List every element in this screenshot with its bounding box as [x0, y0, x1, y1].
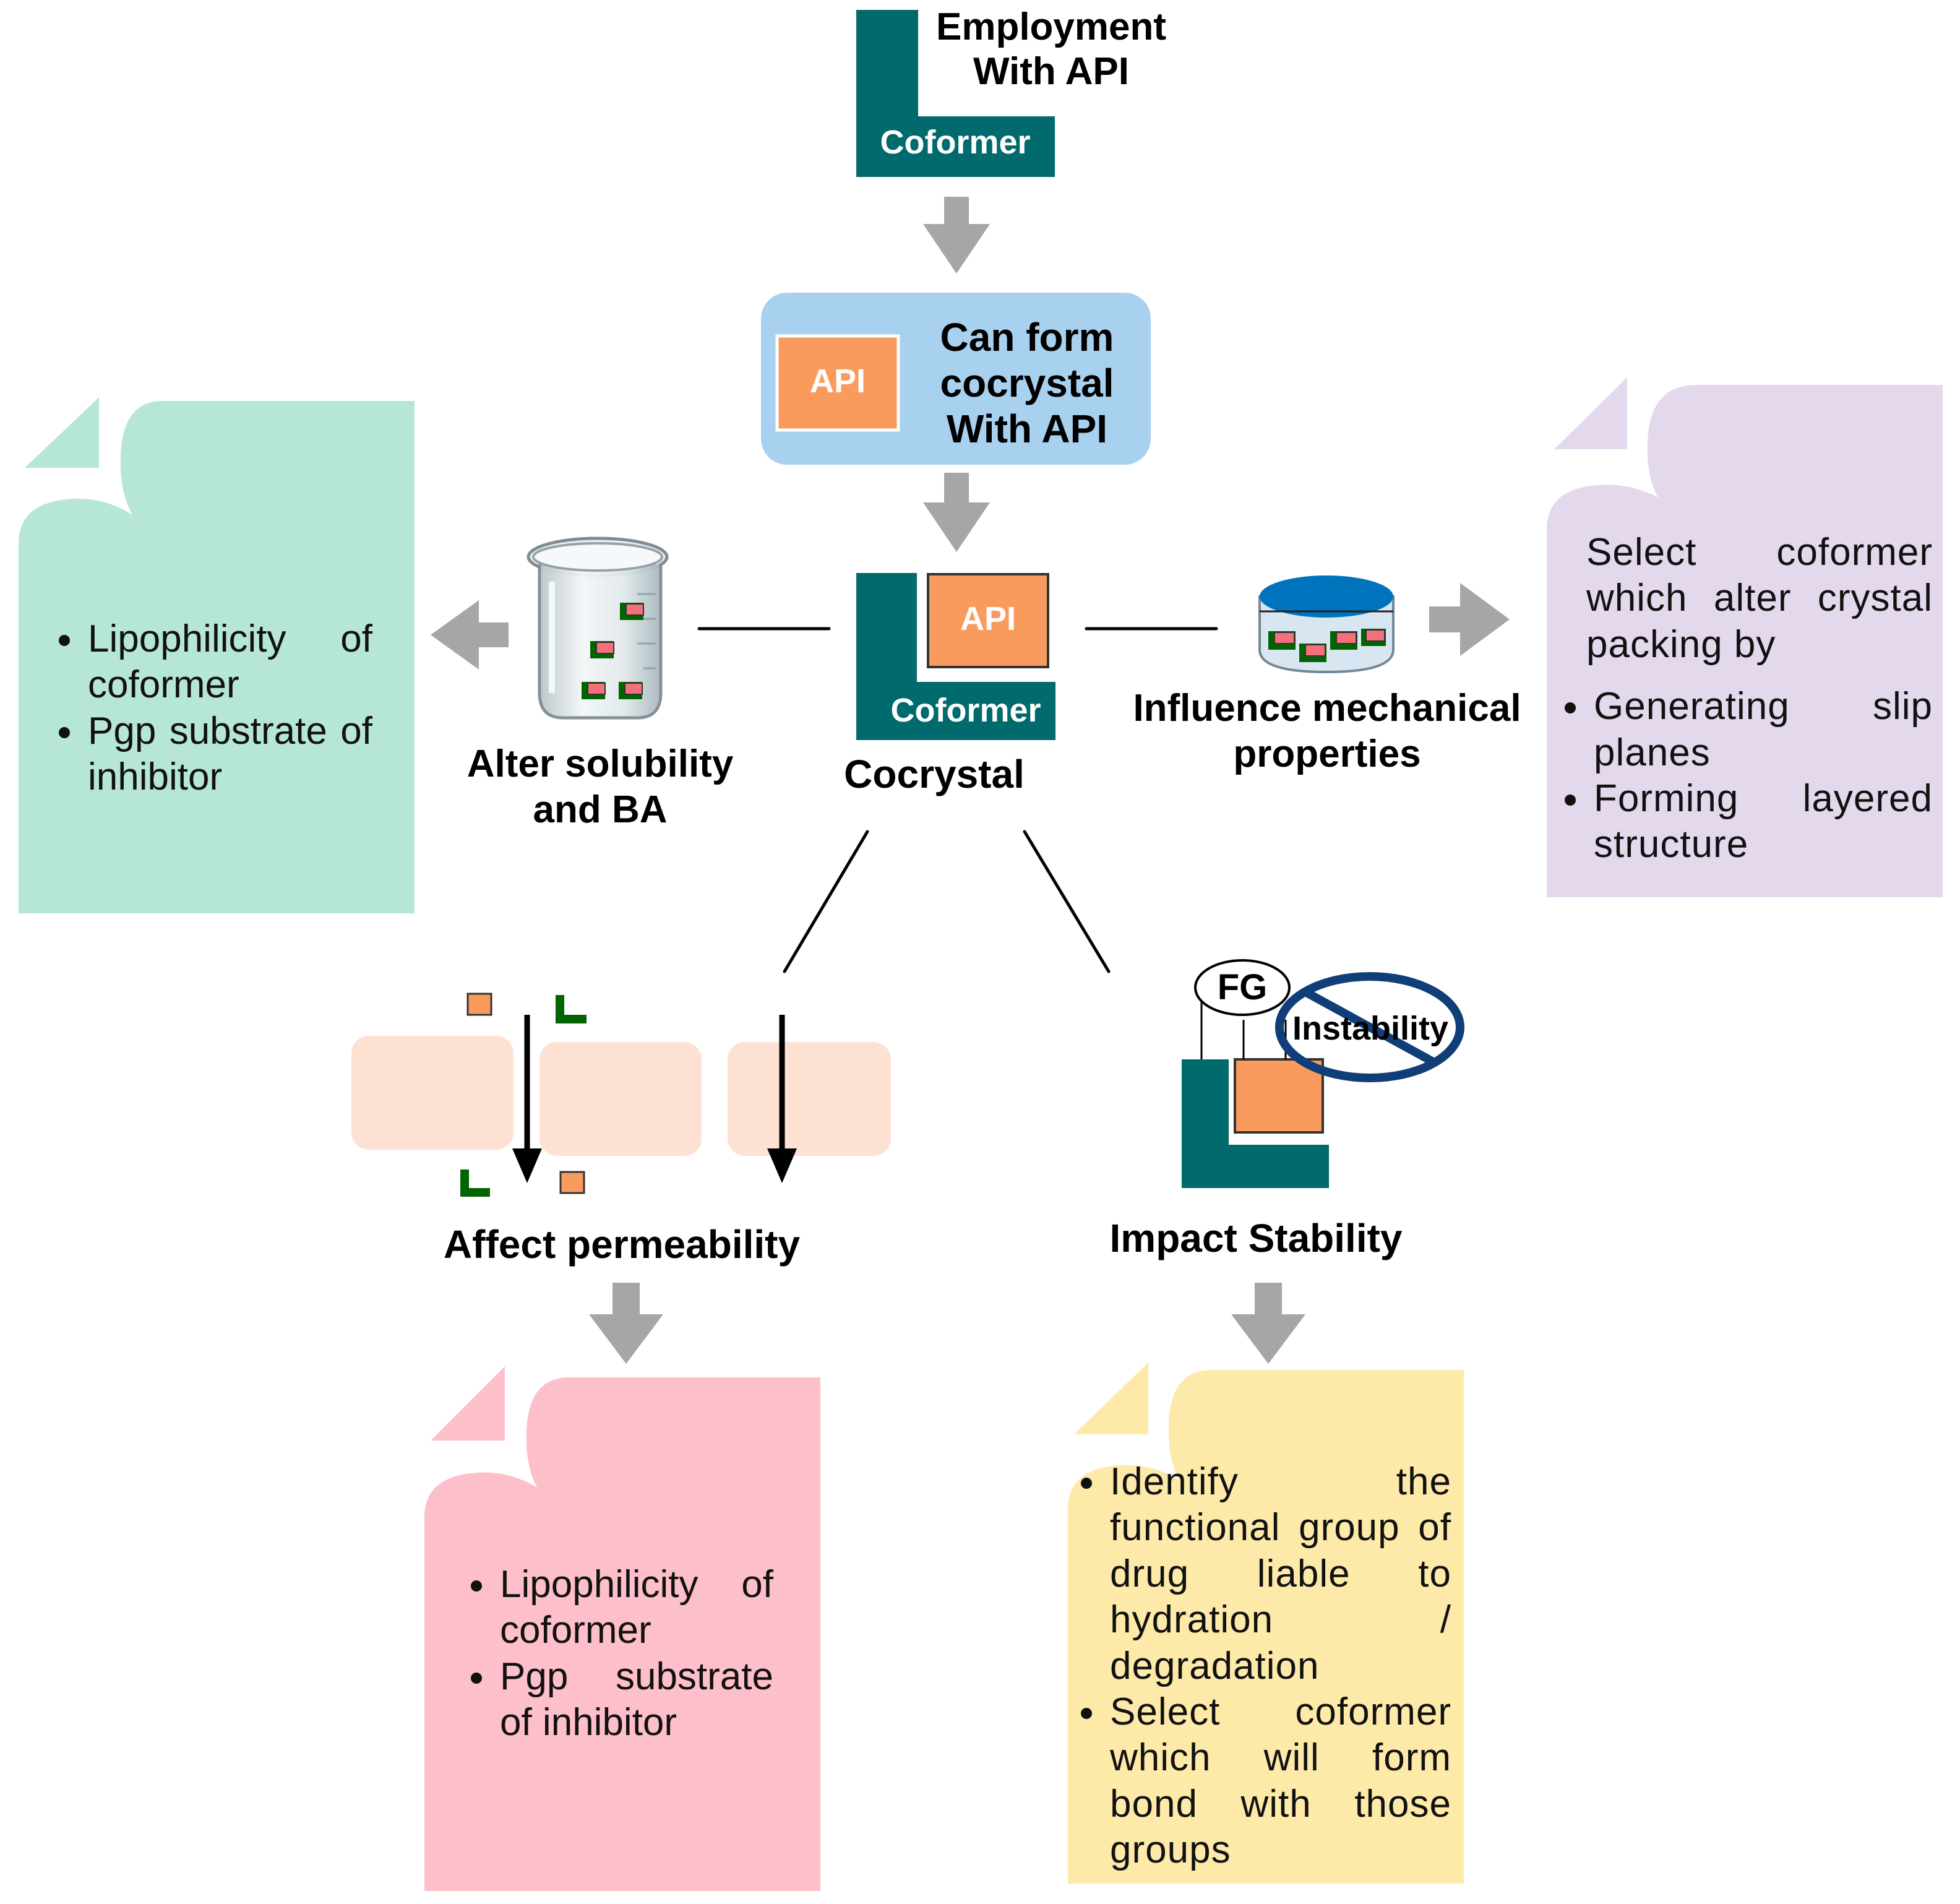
top-coformer-l-shape — [856, 10, 1055, 177]
arrow-down-stability — [1231, 1283, 1305, 1364]
note-yellow-bullet: Select coformer which will form bond wit… — [1107, 1689, 1451, 1874]
green-l-particle-top — [556, 995, 587, 1023]
top-coformer-shape — [856, 10, 1055, 177]
note-purple-bullet: Generating slip planes — [1591, 684, 1933, 776]
arrow-right — [1429, 583, 1510, 656]
blue-box-text: Can form cocrystal With API — [940, 315, 1114, 452]
arrow-left — [431, 600, 509, 670]
note-shape-purple — [1547, 377, 1943, 897]
note-yellow: Identify the functional group of drug li… — [1080, 1459, 1451, 1874]
petri-dish-icon — [1258, 575, 1395, 674]
orange-particle-bottom — [559, 1171, 585, 1194]
blue-box-api-square — [775, 334, 900, 432]
connector-lines — [697, 627, 1218, 973]
permeability-caption: Affect permeability — [443, 1222, 801, 1267]
stability-api-square — [1234, 1058, 1324, 1134]
center-api-label: API — [960, 600, 1017, 637]
note-green: Lipophilicity of coformer Pgp substrate … — [58, 616, 372, 801]
orange-particle-top — [466, 993, 492, 1016]
line-to-stability — [1023, 830, 1111, 973]
stability-coformer-l-shape — [1182, 1059, 1329, 1188]
arrow-down-2 — [923, 473, 990, 552]
green-l-particle-bottom — [460, 1170, 490, 1197]
note-pink-bullet: Pgp substrate of inhibitor — [497, 1654, 773, 1746]
membrane-icon — [351, 993, 891, 1197]
center-caption: Cocrystal — [844, 752, 1025, 796]
dish-particles — [1268, 629, 1386, 662]
note-green-bullet: Pgp substrate of inhibitor — [85, 709, 372, 801]
no-sign-icon — [1275, 972, 1464, 1082]
beaker-icon — [527, 536, 669, 720]
note-shape-pink — [424, 1366, 820, 1891]
gray-arrows — [431, 197, 1510, 1364]
beaker-particles — [582, 603, 644, 699]
permeation-arrows — [512, 1015, 797, 1183]
arrow-down-1 — [923, 197, 990, 274]
note-purple-intro: Select coformer which alter crystal pack… — [1586, 531, 1933, 666]
fg-bubble — [1194, 959, 1291, 1016]
note-green-bullet: Lipophilicity of coformer — [85, 616, 372, 709]
blue-box-api-label: API — [809, 363, 866, 400]
stability-caption: Impact Stability — [1109, 1216, 1403, 1260]
solubility-caption: Alter solubility and BA — [466, 743, 734, 832]
mechanical-caption: Influence mechanical properties — [1133, 687, 1521, 776]
arrow-down-permeability — [589, 1283, 663, 1364]
center-cocrystal-icon — [856, 573, 1055, 740]
note-purple-bullet: Forming layered structure — [1591, 776, 1933, 868]
note-pink: Lipophilicity of coformer Pgp substrate … — [470, 1562, 773, 1746]
stability-icon — [1182, 959, 1464, 1188]
note-shape-green — [19, 397, 415, 913]
note-shape-yellow — [1068, 1363, 1464, 1884]
top-coformer-label: Coformer — [880, 124, 1031, 161]
instability-label: Instability — [1292, 1010, 1449, 1047]
line-to-permeability — [783, 830, 869, 973]
note-yellow-bullet: Identify the functional group of drug li… — [1107, 1459, 1451, 1689]
center-api-square — [927, 573, 1049, 668]
note-pink-bullet: Lipophilicity of coformer — [497, 1562, 773, 1654]
center-coformer-label: Coformer — [890, 692, 1041, 729]
note-purple: Select coformer which alter crystal pack… — [1586, 530, 1933, 868]
top-title: Employment With API — [935, 6, 1167, 93]
center-coformer-l-shape — [856, 573, 1055, 740]
note-shapes — [19, 377, 1943, 1891]
fg-label: FG — [1217, 967, 1268, 1007]
